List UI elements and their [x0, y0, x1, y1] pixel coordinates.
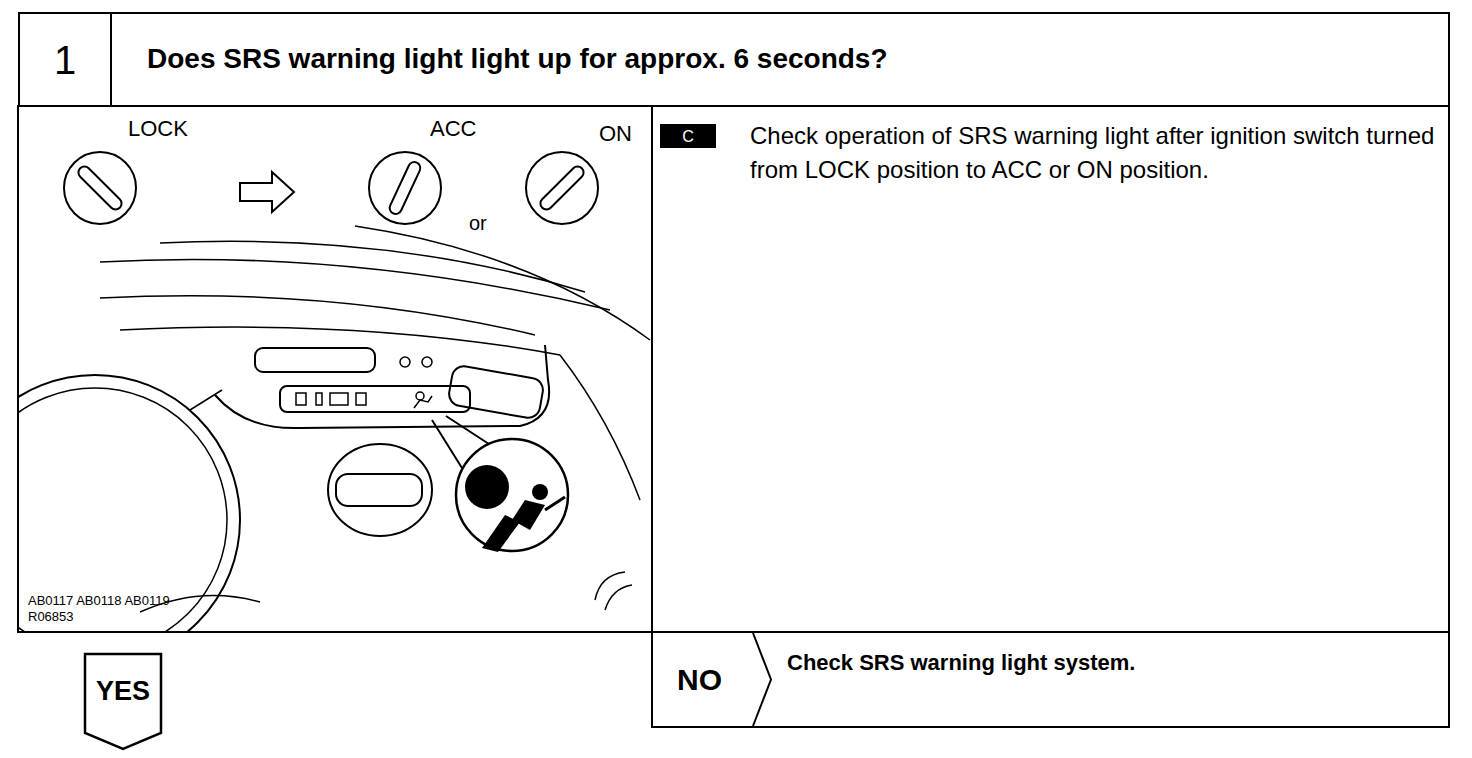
- step-label: 1: [20, 14, 112, 105]
- decision-header: 1 Does SRS warning light light up for app…: [18, 12, 1450, 107]
- part-label: or: [469, 212, 487, 235]
- part-label: ACC: [430, 116, 476, 141]
- part-label: ON: [599, 121, 632, 146]
- illustration-panel: [18, 106, 652, 632]
- node-text: Check SRS warning light system.: [787, 650, 1437, 676]
- dashboard-drawing: [19, 152, 650, 631]
- instruction-box: Check operation of SRS warning light aft…: [651, 105, 1450, 633]
- key-cylinder: [526, 152, 598, 224]
- yes-outlet: YES: [84, 653, 162, 750]
- node-text: Does SRS warning light light up for appr…: [147, 42, 1427, 76]
- part-label: LOCK: [128, 116, 188, 141]
- key-cylinder: [369, 152, 441, 224]
- step-label: NO: [677, 662, 751, 698]
- no-branch-box: NO Check SRS warning light system.: [651, 631, 1450, 728]
- step-badge: C: [660, 124, 716, 148]
- indicator-lamps: [296, 392, 432, 408]
- figure-code: AB0117 AB0118 AB0119: [28, 593, 170, 608]
- node-text: Check operation of SRS warning light aft…: [750, 119, 1440, 187]
- figure-code: R06853: [28, 609, 74, 624]
- arrow-symbol: [240, 172, 294, 212]
- node-text: C: [660, 124, 716, 148]
- node-text: YES: [84, 673, 162, 709]
- chevron-divider: [653, 633, 1452, 730]
- callout-circle: [456, 439, 568, 551]
- key-cylinder: [64, 152, 136, 224]
